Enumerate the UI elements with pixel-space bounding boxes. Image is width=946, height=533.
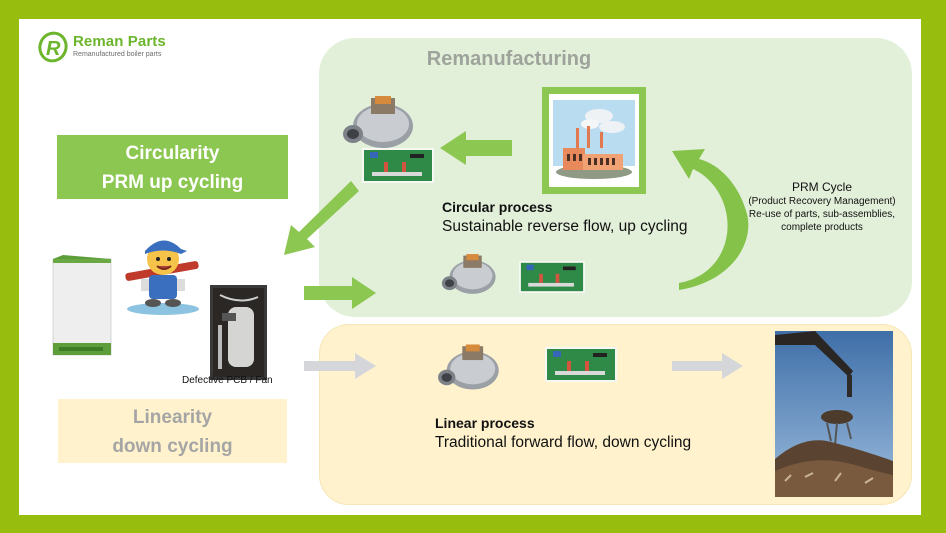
factory-frame: [542, 87, 646, 194]
linear-process-description: Traditional forward flow, down cycling: [435, 434, 692, 451]
pcb-icon-linear: [545, 347, 617, 382]
circularity-badge-line1: Circularity: [125, 143, 220, 164]
svg-text:R: R: [46, 38, 61, 60]
arrow-parts-to-defective: [284, 181, 359, 255]
logo-r-icon: R: [38, 31, 68, 63]
factory-icon: [553, 100, 635, 179]
linearity-badge: Linearity down cycling: [58, 399, 287, 463]
logo-name: Reman Parts: [73, 33, 166, 50]
prm-cycle-title: PRM Cycle: [791, 180, 852, 194]
pcb-icon-circular: [519, 261, 585, 293]
fan-icon-linear: [438, 344, 499, 390]
boiler-icon: [52, 255, 112, 356]
prm-cycle-line2: complete products: [781, 222, 863, 233]
fan-icon: [343, 96, 413, 148]
remanufacturing-title: Remanufacturing: [426, 48, 592, 70]
arrow-linear-in: [304, 353, 376, 379]
prm-cycle-subtitle: (Product Recovery Management): [748, 196, 896, 207]
arrow-prm-cycle-curve: [672, 149, 749, 290]
linearity-badge-line2: down cycling: [112, 436, 233, 457]
pcb-icon: [362, 148, 434, 183]
arrow-linear-out: [672, 353, 743, 379]
linearity-badge-line1: Linearity: [132, 407, 213, 428]
circular-process-heading: Circular process: [442, 199, 553, 215]
circular-process-description: Sustainable reverse flow, up cycling: [442, 218, 688, 235]
circularity-badge-line2: PRM up cycling: [101, 172, 244, 193]
linear-process-heading: Linear process: [435, 415, 535, 431]
flow-arrows: [284, 131, 749, 379]
plumber-mascot-icon: [125, 240, 199, 315]
fan-icon-circular: [441, 254, 496, 294]
slide: R Reman Parts Remanufactured boiler part…: [19, 19, 921, 515]
prm-cycle-line1: Re-use of parts, sub-assemblies,: [748, 209, 896, 220]
logo-tagline: Remanufactured boiler parts: [73, 51, 162, 58]
arrow-defective-to-circular: [304, 277, 376, 309]
arrow-factory-to-parts: [440, 131, 512, 165]
reman-parts-logo[interactable]: R Reman Parts Remanufactured boiler part…: [38, 30, 188, 66]
scrap-crane-photo: [775, 331, 893, 497]
prm-cycle-text: PRM Cycle (Product Recovery Management) …: [737, 180, 907, 234]
boiler-interior-photo: [210, 285, 267, 380]
circularity-badge: Circularity PRM up cycling: [57, 135, 288, 199]
defective-label: Defective PCB / Fan: [182, 375, 273, 386]
